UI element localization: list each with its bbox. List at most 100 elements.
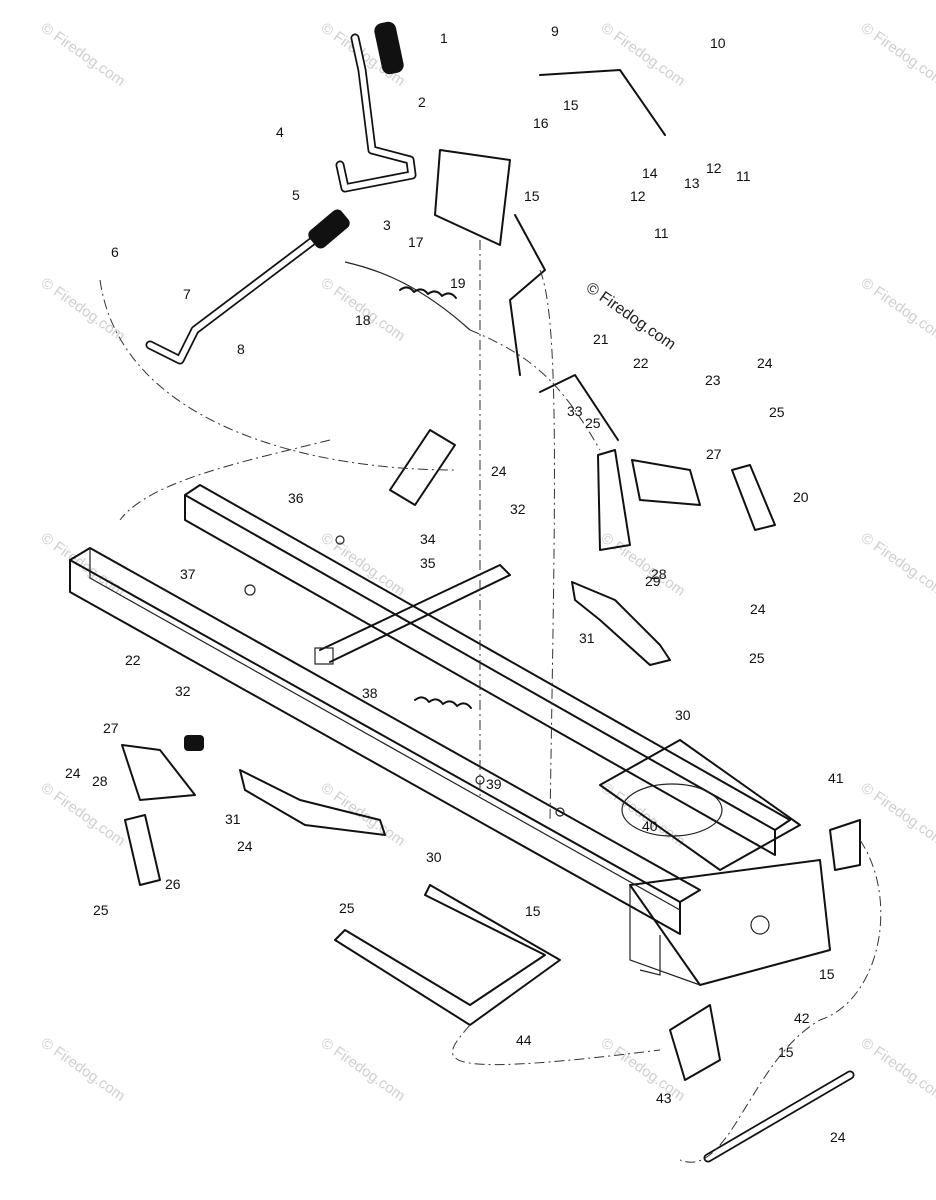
part-label-l22b: 22 — [125, 652, 141, 668]
part-label-l27b: 27 — [103, 720, 119, 736]
part-label-l10: 10 — [710, 35, 726, 51]
part-label-l15c: 15 — [525, 903, 541, 919]
part-label-l28b: 28 — [92, 773, 108, 789]
part-label-l35: 35 — [420, 555, 436, 571]
part-label-l12a: 12 — [706, 160, 722, 176]
part-label-l15a: 15 — [563, 97, 579, 113]
lever-grip-1 — [374, 21, 404, 75]
part-label-l37: 37 — [180, 566, 196, 582]
part-label-l1: 1 — [440, 30, 448, 46]
part-label-l22a: 22 — [633, 355, 649, 371]
watermark-text: © Firedog.com — [858, 529, 936, 599]
part-label-l31a: 31 — [579, 630, 595, 646]
part-label-l29: 29 — [645, 573, 661, 589]
part-label-l5: 5 — [292, 187, 300, 203]
watermark-text: © Firedog.com — [38, 529, 129, 599]
height-lever — [145, 209, 350, 365]
part-label-l19: 19 — [450, 275, 466, 291]
part-label-l24c: 24 — [750, 601, 766, 617]
part-label-l33: 33 — [567, 403, 583, 419]
part-label-l15b: 15 — [524, 188, 540, 204]
part-label-l11a: 11 — [736, 168, 751, 184]
plate-26 — [124, 814, 161, 886]
part-label-l15d: 15 — [819, 966, 835, 982]
part-label-l8: 8 — [237, 341, 245, 357]
part-label-l3: 3 — [383, 217, 391, 233]
part-label-l2: 2 — [418, 94, 426, 110]
part-label-l25e: 25 — [339, 900, 355, 916]
rod-21 — [539, 374, 619, 441]
part-label-l15e: 15 — [778, 1044, 794, 1060]
watermark-text: © Firedog.com — [38, 274, 129, 344]
part-label-l12b: 12 — [630, 188, 646, 204]
part-label-l20: 20 — [793, 489, 809, 505]
watermark-text: © Firedog.com — [598, 19, 689, 89]
arm-31-left — [239, 769, 386, 836]
part-label-l24f: 24 — [830, 1129, 846, 1145]
watermark-text: © Firedog.com — [598, 529, 689, 599]
spring-38 — [414, 696, 472, 709]
watermark-text: © Firedog.com — [38, 19, 129, 89]
part-label-l42: 42 — [794, 1010, 810, 1026]
part-label-l32b: 32 — [175, 683, 191, 699]
u-bar-44 — [334, 884, 561, 1026]
part-label-l43: 43 — [656, 1090, 672, 1106]
part-label-l34: 34 — [420, 531, 436, 547]
lift-lever — [335, 21, 417, 193]
part-label-l28a: 28 — [651, 566, 667, 582]
bracket-42 — [669, 1004, 721, 1081]
rod-19 — [509, 214, 546, 376]
part-label-l30a: 30 — [675, 707, 691, 723]
arm-31 — [571, 581, 671, 666]
lever-grip-5 — [308, 209, 350, 249]
part-label-l14: 14 — [642, 165, 658, 181]
watermark-layer: © Firedog.com © Firedog.com © Firedog.com ©… — [38, 19, 936, 1104]
part-label-l17: 17 — [408, 234, 424, 250]
bracket-41 — [829, 819, 861, 871]
part-label-l6: 6 — [111, 244, 119, 260]
part-labels: 1234567891011111212131415151515151617181… — [65, 23, 846, 1145]
part-label-l4: 4 — [276, 124, 284, 140]
part-label-l44: 44 — [516, 1032, 532, 1048]
watermark-text: © Firedog.com — [858, 1034, 936, 1104]
bracket-27-left — [121, 744, 196, 801]
part-label-l26: 26 — [165, 876, 181, 892]
part-label-l25b: 25 — [585, 415, 601, 431]
part-label-l31b: 31 — [225, 811, 241, 827]
part-label-l27a: 27 — [706, 446, 722, 462]
watermark-text: © Firedog.com — [318, 1034, 409, 1104]
part-label-l24e: 24 — [237, 838, 253, 854]
part-label-l24a: 24 — [757, 355, 773, 371]
plate-29 — [597, 449, 631, 551]
watermark-text: © Firedog.com — [858, 274, 936, 344]
watermark-text: © Firedog.com — [318, 529, 409, 599]
watermark-text: © Firedog.com — [318, 779, 409, 849]
bracket-27 — [631, 459, 701, 506]
part-label-l16: 16 — [533, 115, 549, 131]
part-label-l40: 40 — [642, 818, 658, 834]
watermark-text: © Firedog.com — [318, 274, 409, 344]
part-label-l9: 9 — [551, 23, 559, 39]
part-label-l24b: 24 — [491, 463, 507, 479]
watermark-text: © Firedog.com — [38, 1034, 129, 1104]
plate-34 — [389, 429, 456, 506]
plate-20 — [731, 464, 776, 531]
part-label-l7: 7 — [183, 286, 191, 302]
part-label-l38: 38 — [362, 685, 378, 701]
part-label-l24d: 24 — [65, 765, 81, 781]
part-label-l25c: 25 — [749, 650, 765, 666]
part-label-l23: 23 — [705, 372, 721, 388]
bracket-17 — [434, 149, 511, 246]
part-label-l36: 36 — [288, 490, 304, 506]
part-label-l25d: 25 — [93, 902, 109, 918]
bushing-32 — [184, 735, 204, 751]
part-label-l30b: 30 — [426, 849, 442, 865]
watermark-text: © Firedog.com — [858, 779, 936, 849]
main-frame — [69, 484, 831, 986]
part-label-l39: 39 — [486, 776, 502, 792]
part-label-l21: 21 — [593, 331, 609, 347]
part-label-l25a: 25 — [769, 404, 785, 420]
part-label-l41: 41 — [828, 770, 844, 786]
rod-9 — [539, 69, 666, 136]
